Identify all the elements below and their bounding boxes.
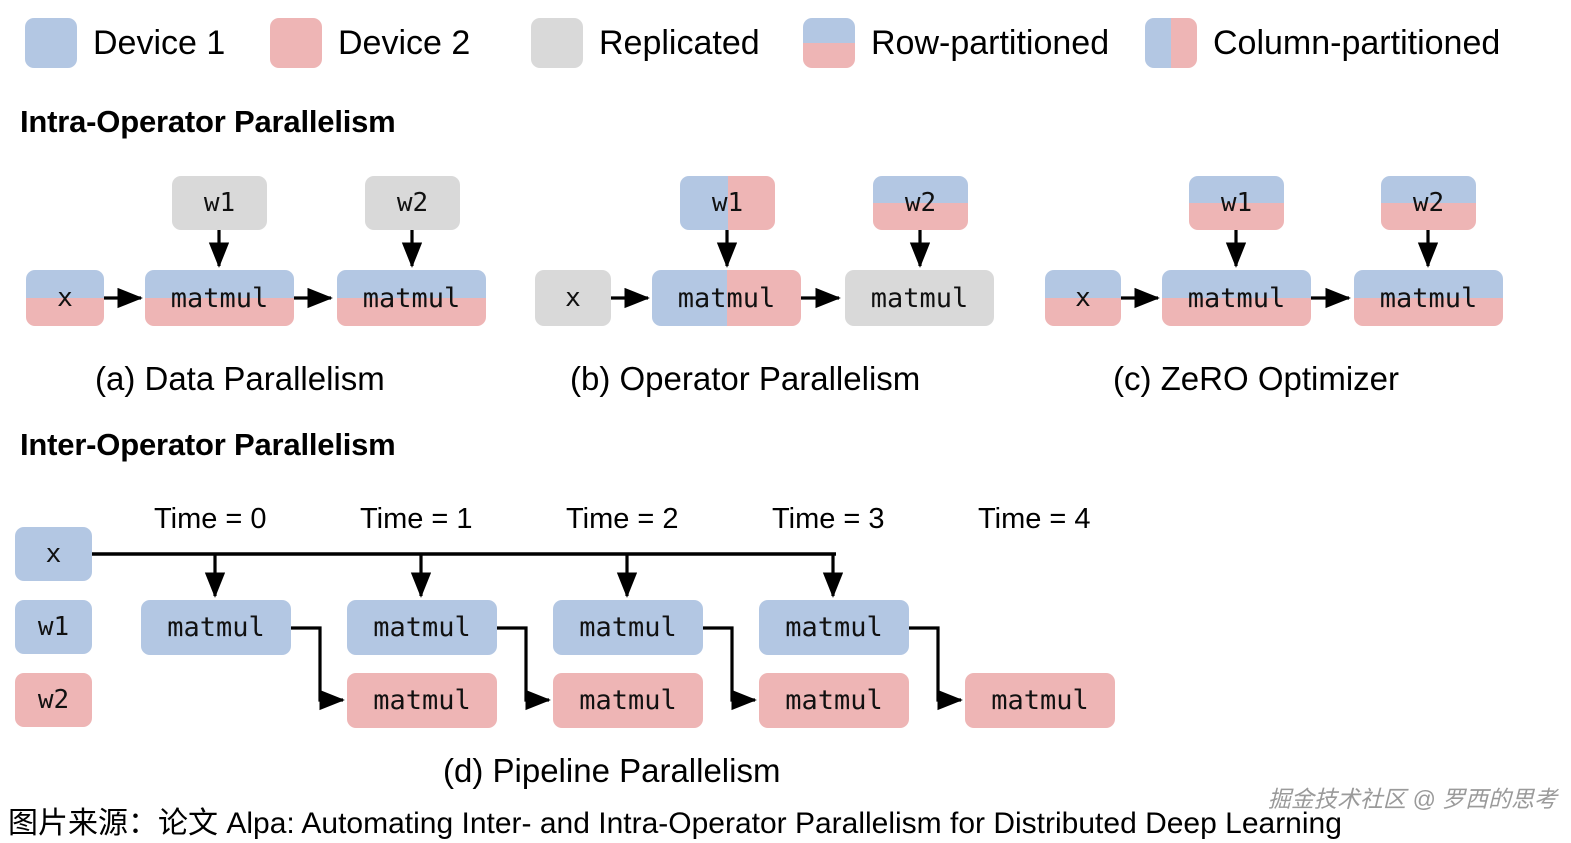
panel-c-node-w1: w1 <box>1189 176 1284 230</box>
panel-c-node-matmul-1: matmul <box>1162 270 1311 326</box>
pipeline-time-label-4: Time = 4 <box>978 503 1091 535</box>
pipeline-time-label-2: Time = 2 <box>566 503 679 535</box>
pipeline-time-label-1: Time = 1 <box>360 503 473 535</box>
pipeline-stage1-matmul-t3: matmul <box>759 600 909 655</box>
pipeline-stage1-matmul-t2: matmul <box>553 600 703 655</box>
pipeline-time-label-0: Time = 0 <box>154 503 267 535</box>
device-1-swatch-icon <box>25 18 77 68</box>
panel-a-node-x: x <box>26 270 104 326</box>
legend-item-row-partitioned: Row-partitioned <box>803 18 1109 68</box>
watermark-text: 掘金技术社区 @ 罗西的思考 <box>1267 786 1557 812</box>
panel-c-node-w2: w2 <box>1381 176 1476 230</box>
pipeline-stage2-matmul-t4: matmul <box>965 673 1115 728</box>
pipeline-input-x: x <box>15 527 92 581</box>
legend-label-device-1: Device 1 <box>93 24 226 62</box>
panel-a-node-matmul-1: matmul <box>145 270 294 326</box>
pipeline-stage1-matmul-t1: matmul <box>347 600 497 655</box>
pipeline-stage2-matmul-t3: matmul <box>759 673 909 728</box>
panel-b-node-w2: w2 <box>873 176 968 230</box>
panel-a-node-w2: w2 <box>365 176 460 230</box>
legend-label-device-2: Device 2 <box>338 24 471 62</box>
pipeline-stage2-matmul-t1: matmul <box>347 673 497 728</box>
legend-item-device-2: Device 2 <box>270 18 470 68</box>
replicated-swatch-icon <box>531 18 583 68</box>
legend-item-replicated: Replicated <box>531 18 760 68</box>
panel-c-node-x: x <box>1045 270 1121 326</box>
pipeline-stage2-matmul-t2: matmul <box>553 673 703 728</box>
pipeline-time-label-3: Time = 3 <box>772 503 885 535</box>
panel-d-caption: (d) Pipeline Parallelism <box>443 752 781 789</box>
column-partitioned-swatch-icon <box>1145 18 1197 68</box>
panel-c-node-matmul-2: matmul <box>1354 270 1503 326</box>
panel-b-caption: (b) Operator Parallelism <box>570 360 921 397</box>
heading-inter-operator-parallelism: Inter-Operator Parallelism <box>20 427 396 462</box>
pipeline-input-w2: w2 <box>15 673 92 727</box>
panel-a-node-w1: w1 <box>172 176 267 230</box>
heading-intra-operator-parallelism: Intra-Operator Parallelism <box>20 104 396 139</box>
panel-c-caption: (c) ZeRO Optimizer <box>1113 360 1400 397</box>
panel-a-caption: (a) Data Parallelism <box>95 360 385 397</box>
panel-b-node-matmul-2: matmul <box>845 270 994 326</box>
pipeline-input-w1: w1 <box>15 600 92 654</box>
panel-b-node-x: x <box>535 270 611 326</box>
pipeline-stage1-matmul-t0: matmul <box>141 600 291 655</box>
panel-b-node-matmul-1: matmul <box>652 270 801 326</box>
legend-item-column-partitioned: Column-partitioned <box>1145 18 1500 68</box>
legend-item-device-1: Device 1 <box>25 18 225 68</box>
row-partitioned-swatch-icon <box>803 18 855 68</box>
source-attribution: 图片来源：论文 Alpa: Automating Inter- and Intr… <box>8 807 1342 840</box>
legend-label-row-partitioned: Row-partitioned <box>871 24 1110 62</box>
device-2-swatch-icon <box>270 18 322 68</box>
panel-a-node-matmul-2: matmul <box>337 270 486 326</box>
legend-label-replicated: Replicated <box>599 24 760 62</box>
panel-b-node-w1: w1 <box>680 176 775 230</box>
legend-label-column-partitioned: Column-partitioned <box>1213 24 1501 62</box>
